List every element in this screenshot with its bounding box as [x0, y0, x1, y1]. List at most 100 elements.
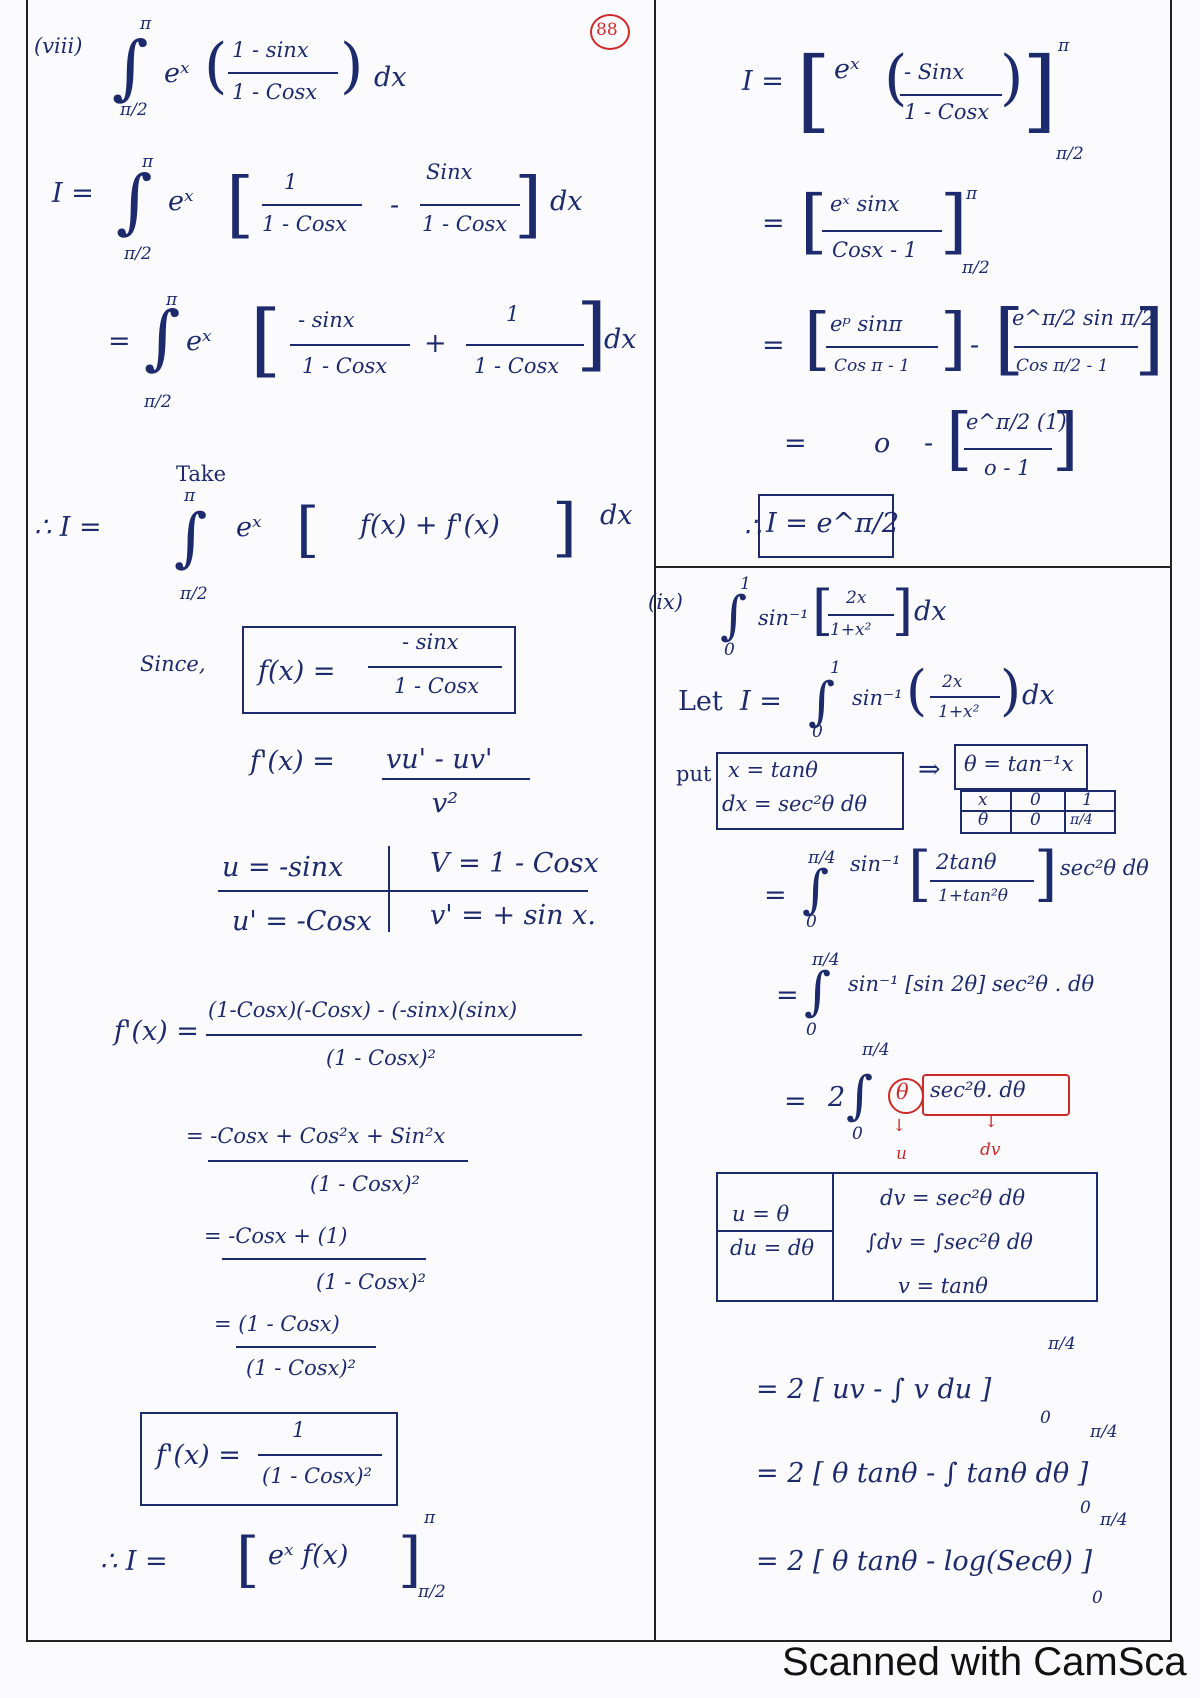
ix-bar [828, 614, 894, 616]
center-divider [654, 0, 656, 1640]
tbl-divider-horizontal [218, 890, 588, 892]
lim-theta1: π/4 [1070, 812, 1093, 828]
ix-num: 2x [846, 588, 867, 608]
r1-upper: π [1058, 36, 1070, 56]
fin-lower: π/2 [418, 1582, 446, 1602]
r3-den2: Cos π/2 - 1 [1016, 356, 1109, 376]
s2-eq: = [776, 980, 799, 1011]
limits-table [960, 790, 1116, 834]
s1-lower: 0 [806, 912, 817, 932]
l2-bar2 [466, 344, 584, 346]
r2-num: eˣ sinx [830, 192, 900, 216]
l2-den2: 1 - Cosx [474, 354, 560, 378]
fx-lhs: f(x) = [258, 656, 336, 687]
q-integral-sign: ∫ [112, 26, 149, 108]
res-den: (1 - Cosx)² [262, 1464, 372, 1488]
r2-eq: = [762, 208, 785, 239]
l1-num1: 1 [284, 170, 298, 194]
p3-lower: 0 [1092, 1588, 1103, 1608]
s2-lower: 0 [806, 1020, 817, 1040]
r4-zero: o [874, 428, 891, 459]
s3-dv-arrow: ↓ [984, 1112, 999, 1132]
lim-x0: 0 [1030, 790, 1041, 810]
r2-den: Cosx - 1 [832, 238, 918, 262]
d4-bar [236, 1346, 376, 1348]
right-margin-line [1170, 0, 1172, 1640]
tbl-vp: v' = + sin x. [430, 900, 596, 931]
page-number-circle [590, 14, 630, 50]
fx-num: - sinx [402, 630, 459, 654]
l2-num2: 1 [506, 302, 520, 326]
s1-sin: sin⁻¹ [850, 852, 901, 876]
ix-integral: ∫ [720, 586, 748, 646]
s3-eq: = [784, 1086, 807, 1117]
q-exponential: eˣ [164, 58, 190, 89]
lim-x: x [978, 790, 988, 810]
l2-bracket-close: ] [576, 287, 608, 380]
s1-tail: sec²θ dθ [1060, 856, 1149, 880]
l1-den2: 1 - Cosx [422, 212, 508, 236]
l2-eq: = [108, 326, 131, 357]
put-substitution-box [716, 752, 904, 830]
s1-bar [930, 880, 1034, 882]
d4-den: (1 - Cosx)² [246, 1356, 356, 1380]
s1-bracket-close: ] [1034, 839, 1058, 909]
l1-ex: eˣ [168, 186, 194, 217]
ut-dv: dv = sec²θ dθ [880, 1186, 1026, 1210]
let-paren-close: ) [1000, 659, 1022, 722]
s3-theta: θ [896, 1080, 909, 1104]
l2-upper: π [166, 290, 178, 310]
s2-body: sin⁻¹ [sin 2θ] sec²θ . dθ [848, 972, 1095, 996]
r3-minus: - [970, 330, 980, 361]
res-lhs: f'(x) = [156, 1440, 241, 1471]
parts-table-left-mid [716, 1230, 834, 1232]
r2-bar [822, 230, 942, 232]
put-line2: dx = sec²θ dθ [722, 792, 868, 816]
r4-eq: = [784, 428, 807, 459]
parts-table-divider [832, 1172, 834, 1300]
s3-lower: 0 [852, 1124, 863, 1144]
let-den: 1+x² [938, 702, 980, 722]
r1-num: - Sinx [904, 60, 965, 84]
s3-dv: dv [980, 1140, 1001, 1160]
ut-int: ∫dv = ∫sec²θ dθ [866, 1230, 1033, 1254]
tbl-v: V = 1 - Cosx [430, 848, 599, 879]
d3-bar [222, 1258, 426, 1260]
l3-upper: π [184, 486, 196, 506]
l3-integral: ∫ [174, 501, 208, 575]
r4-num: e^π/2 (1) [966, 410, 1067, 434]
d4-num: = (1 - Cosx) [214, 1312, 340, 1336]
theta-definition-box [954, 744, 1088, 790]
r2-bracket-open: [ [800, 180, 828, 262]
l1-bracket-open: [ [226, 162, 255, 246]
l2-integral: ∫ [144, 296, 181, 378]
q-dx: dx [374, 62, 407, 93]
tbl-up: u' = -Cosx [232, 906, 372, 937]
r4-bracket-close: ] [1052, 400, 1079, 479]
l1-dx: dx [550, 186, 583, 217]
r1-den: 1 - Cosx [904, 100, 990, 124]
s2-integral: ∫ [804, 962, 832, 1022]
r3-bar2 [1014, 346, 1138, 348]
d2-num: = -Cosx + Cos²x + Sin²x [186, 1124, 446, 1148]
l1-bar1 [262, 204, 362, 206]
r4-minus: - [924, 428, 934, 459]
fin-bracket-open: [ [236, 1525, 260, 1595]
d3-den: (1 - Cosx)² [316, 1270, 426, 1294]
let-label: Let [678, 686, 723, 717]
fpx-bar [382, 778, 530, 780]
s1-num: 2tanθ [936, 850, 997, 874]
let-bar [930, 696, 1000, 698]
theta-eq: θ = tan⁻¹x [964, 752, 1074, 776]
q-paren-close: ) [340, 31, 364, 101]
s3-u: u [896, 1144, 907, 1164]
fpx-lhs: f'(x) = [250, 746, 335, 777]
question-label-viii: (viii) [34, 34, 83, 58]
bottom-line [26, 1640, 1172, 1642]
s3-sec: sec²θ. dθ [930, 1078, 1026, 1102]
r3-bracket1-open: [ [804, 300, 831, 379]
s1-upper: π/4 [808, 848, 836, 868]
ut-u: u = θ [732, 1202, 790, 1226]
r1-bar [900, 94, 1002, 96]
fpx-den: v² [432, 788, 459, 819]
